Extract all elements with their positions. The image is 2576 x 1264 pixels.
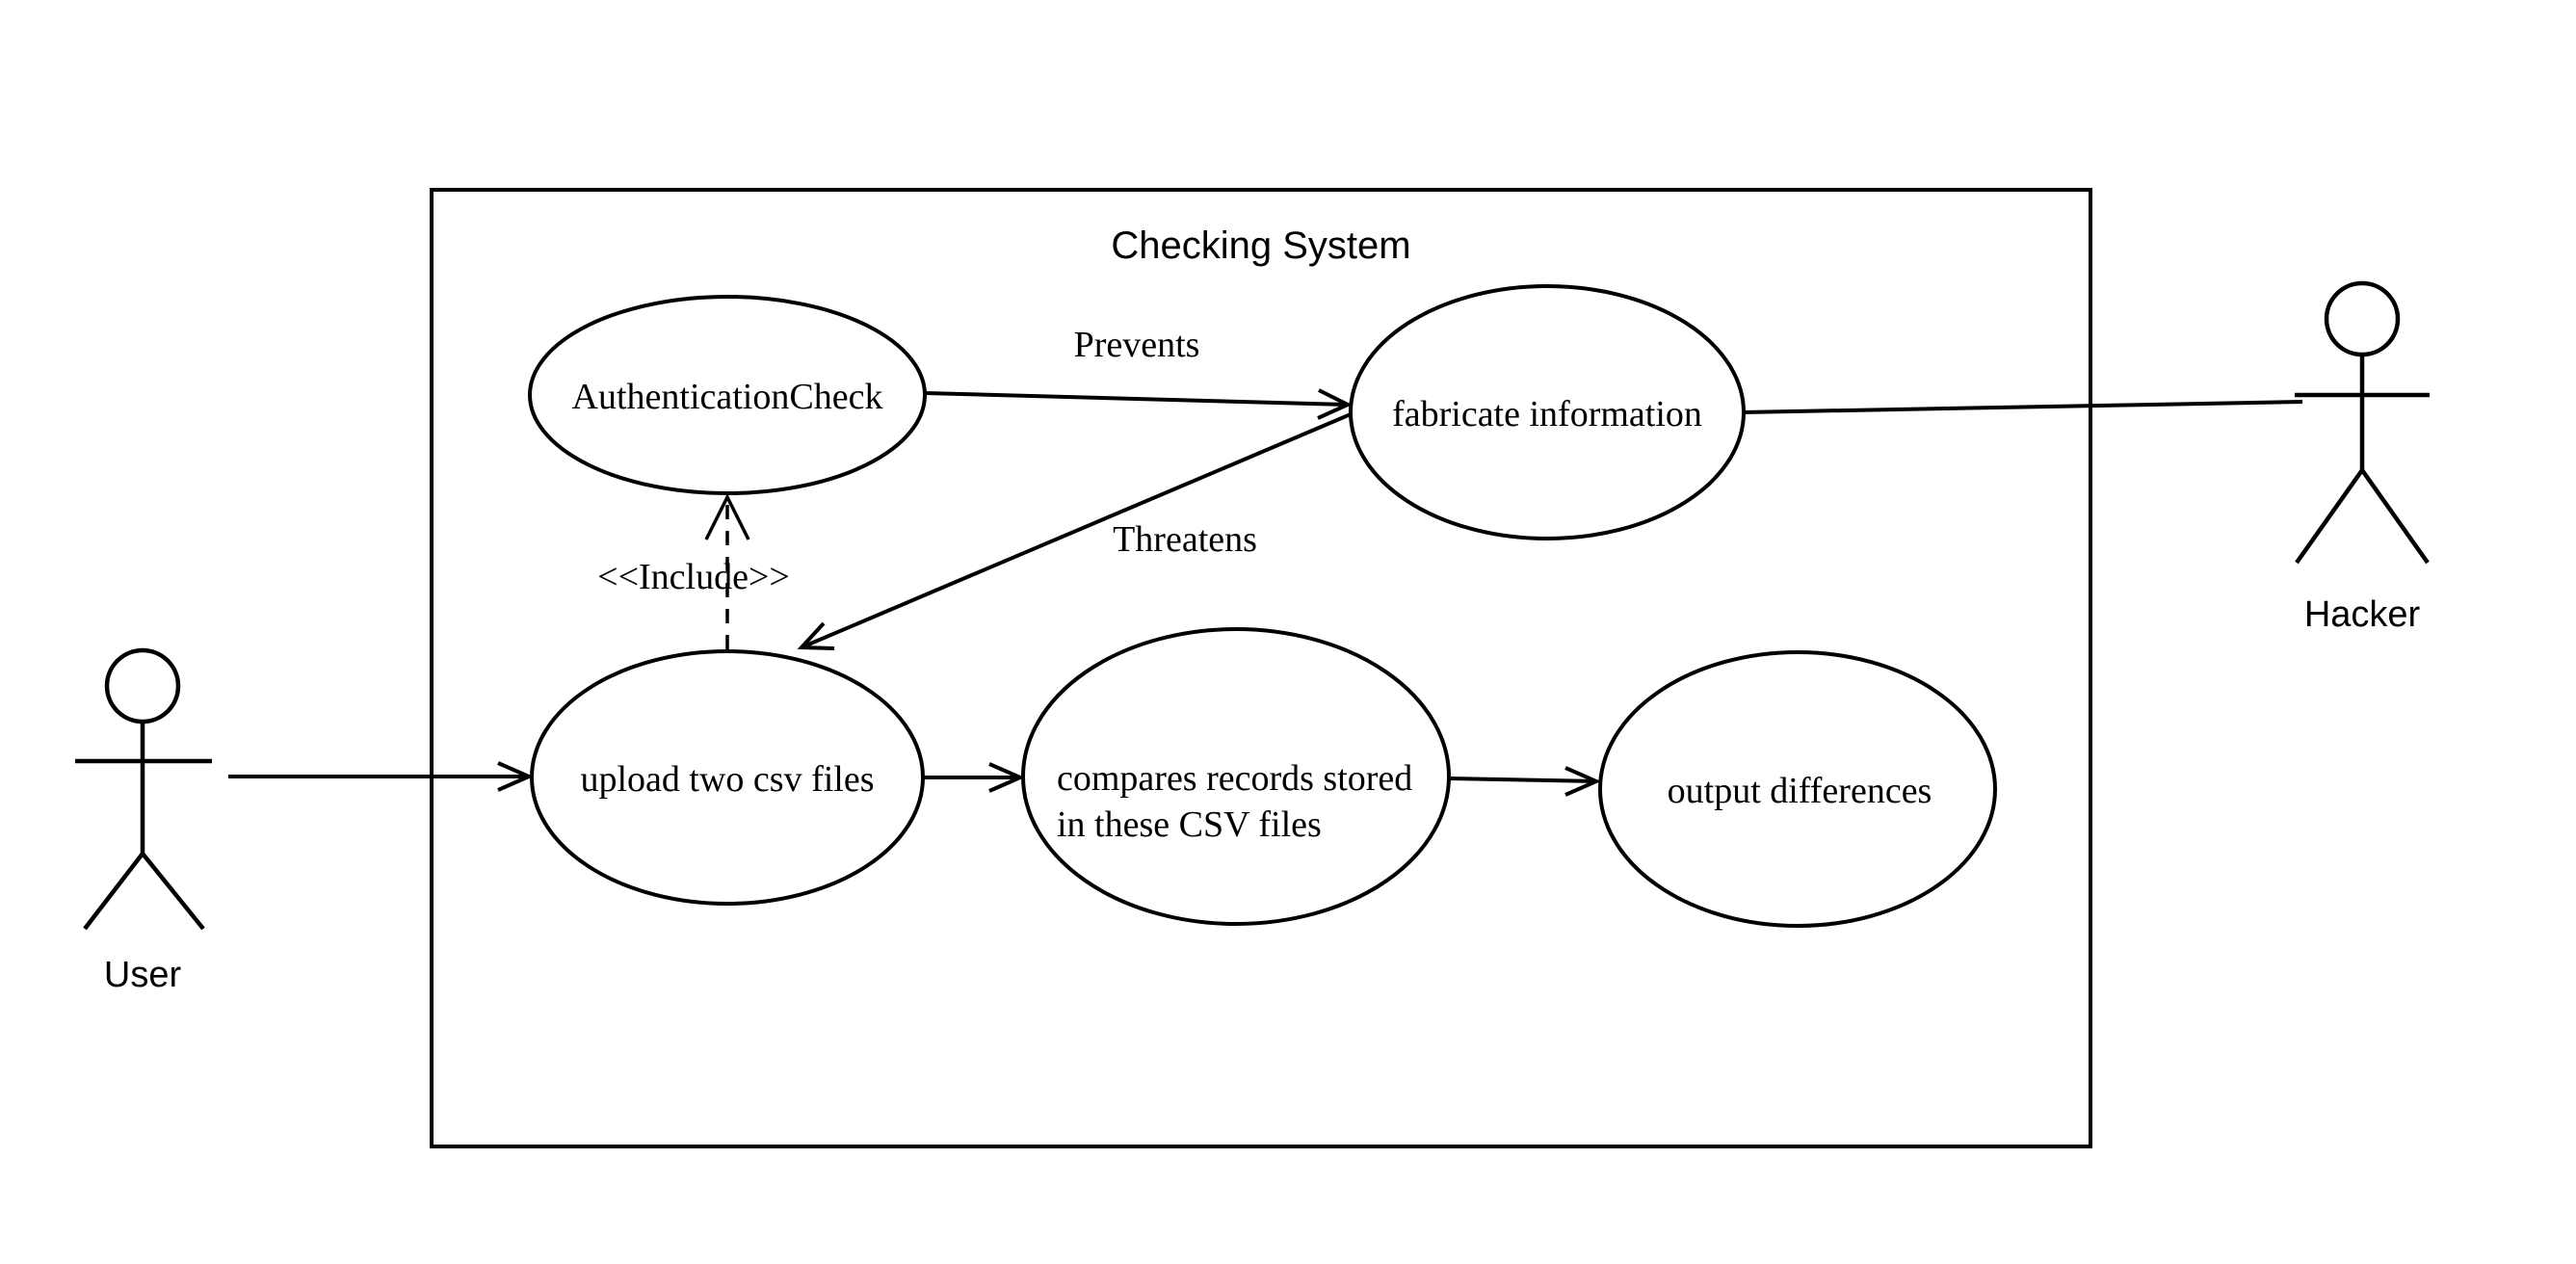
- usecase-compares-records: compares records stored in these CSV fil…: [1021, 627, 1451, 926]
- arrowhead-icon: [797, 621, 835, 650]
- usecase-fabricate-information-label: fabricate information: [1392, 394, 1702, 434]
- relationship-threatens: Threatens: [797, 412, 1352, 650]
- relationship-prevents: Prevents: [924, 325, 1353, 420]
- usecase-upload-two-csv-files-label: upload two csv files: [580, 759, 874, 800]
- association-user-upload: [228, 761, 534, 792]
- hacker-actor-icon: [2295, 280, 2430, 565]
- association-fabricate-hacker: [1743, 400, 2303, 414]
- usecase-compares-records-ellipse: [1021, 627, 1451, 926]
- system-boundary: [430, 188, 2092, 1148]
- usecase-output-differences: output differences: [1598, 650, 1997, 928]
- user-left-leg: [83, 852, 145, 931]
- arrowhead-icon: [1564, 766, 1601, 797]
- hacker-label: Hacker: [2304, 594, 2421, 635]
- relationship-include: <<Include>>: [597, 493, 790, 649]
- hacker-right-leg: [2360, 468, 2430, 565]
- usecase-output-differences-label: output differences: [1668, 771, 1932, 811]
- hacker-head: [2324, 280, 2401, 357]
- association-compares-output: [1448, 766, 1601, 797]
- arrowhead-icon: [497, 761, 534, 792]
- usecase-compares-records-label-line2: in these CSV files: [1057, 804, 1322, 845]
- hacker-left-leg: [2295, 468, 2364, 565]
- usecase-authentication-check-label: AuthenticationCheck: [572, 377, 883, 417]
- arrowhead-icon: [988, 762, 1025, 793]
- actor-hacker: Hacker: [2295, 280, 2430, 635]
- user-label: User: [104, 955, 182, 995]
- usecase-authentication-check-ellipse: [528, 295, 927, 495]
- usecase-fabricate-information: fabricate information: [1349, 284, 1746, 540]
- prevents-label: Prevents: [1074, 325, 1200, 365]
- usecase-authentication-check: AuthenticationCheck: [528, 295, 927, 495]
- arrowhead-icon: [1317, 388, 1353, 420]
- usecase-upload-two-csv-files: upload two csv files: [530, 649, 925, 906]
- usecase-compares-records-label-line1: compares records stored: [1057, 758, 1412, 799]
- usecase-fabricate-information-ellipse: [1349, 284, 1746, 540]
- include-label: <<Include>>: [597, 557, 790, 597]
- arrowhead-icon: [704, 493, 750, 540]
- usecase-output-differences-ellipse: [1598, 650, 1997, 928]
- threatens-label: Threatens: [1113, 519, 1257, 560]
- association-upload-compares: [923, 762, 1025, 793]
- user-head: [104, 647, 181, 724]
- association-compares-output-line: [1448, 777, 1597, 783]
- actor-user: User: [75, 647, 212, 995]
- prevents-line: [924, 391, 1349, 407]
- threatens-line: [801, 412, 1352, 649]
- user-right-leg: [141, 852, 205, 931]
- usecase-upload-two-csv-files-ellipse: [530, 649, 925, 906]
- system-title: Checking System: [1111, 224, 1410, 267]
- user-actor-icon: [75, 647, 212, 931]
